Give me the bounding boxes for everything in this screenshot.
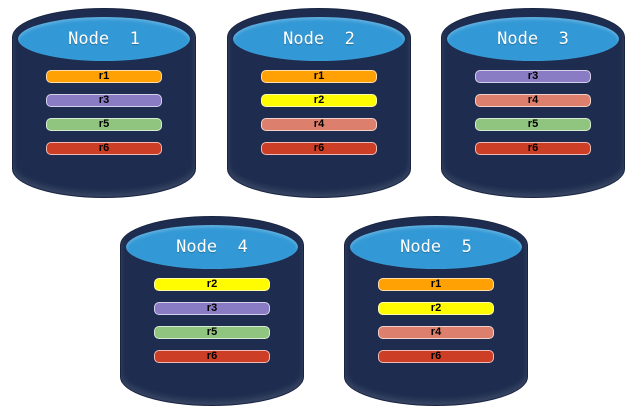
node-cylinder-1: Node 1 r1 r3 r5 r6 [12,8,196,198]
replica-bar: r3 [154,302,270,315]
replica-bar: r1 [378,278,494,291]
replica-bar: r4 [261,118,377,131]
cylinder-top: Node 1 [17,16,191,62]
node-title: Node 5 [400,237,472,257]
cylinder-top: Node 4 [125,224,299,270]
replica-bar: r3 [46,94,162,107]
replica-bar: r4 [378,326,494,339]
replica-bar: r5 [154,326,270,339]
node-cylinder-3: Node 3 r3 r4 r5 r6 [441,8,625,198]
replica-bar: r5 [46,118,162,131]
cylinder-top: Node 3 [446,16,620,62]
replica-bar: r6 [154,350,270,363]
replica-bar: r6 [475,142,591,155]
replica-bar: r6 [261,142,377,155]
replica-bar: r6 [46,142,162,155]
cylinder-top: Node 5 [349,224,523,270]
node-title: Node 4 [176,237,248,257]
node-cylinder-4: Node 4 r2 r3 r5 r6 [120,216,304,406]
replica-bar-list: r1 r2 r4 r6 [227,70,411,155]
replica-bar: r4 [475,94,591,107]
replica-bar: r3 [475,70,591,83]
cylinder-top: Node 2 [232,16,406,62]
replica-bar: r1 [261,70,377,83]
replica-bar-list: r2 r3 r5 r6 [120,278,304,363]
replica-bar: r2 [154,278,270,291]
replica-bar: r1 [46,70,162,83]
replica-bar: r6 [378,350,494,363]
replica-bar-list: r1 r3 r5 r6 [12,70,196,155]
replica-bar-list: r1 r2 r4 r6 [344,278,528,363]
node-title: Node 2 [283,29,355,49]
replica-bar: r2 [378,302,494,315]
replica-bar: r2 [261,94,377,107]
node-title: Node 1 [68,29,140,49]
replica-bar: r5 [475,118,591,131]
node-cylinder-5: Node 5 r1 r2 r4 r6 [344,216,528,406]
replica-bar-list: r3 r4 r5 r6 [441,70,625,155]
node-title: Node 3 [497,29,569,49]
node-cylinder-2: Node 2 r1 r2 r4 r6 [227,8,411,198]
